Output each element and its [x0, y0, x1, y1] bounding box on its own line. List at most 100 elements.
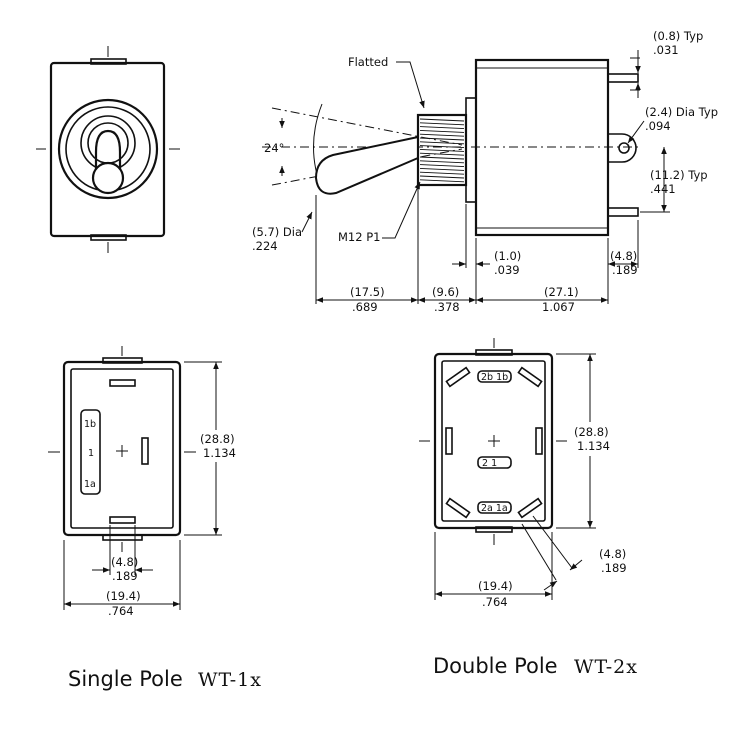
bushing-collar [465, 97, 477, 203]
lever-len-mm: (17.5) [350, 285, 385, 299]
sp-width-mm: (19.4) [106, 589, 141, 603]
sp-terminal-top [109, 379, 136, 387]
thread-leader [382, 181, 421, 239]
dp-height-mm: (28.8) [574, 425, 609, 439]
dp-terminal-bottom-right [517, 497, 543, 519]
lever-len-in: .689 [352, 300, 378, 314]
bushing-hole [87, 122, 129, 164]
thread-line [419, 152, 465, 156]
sp-term-mm: (4.8) [111, 555, 138, 569]
collar-mm: (1.0) [494, 249, 521, 263]
dp-width-mm: (19.4) [478, 579, 513, 593]
dp-term-arrow-a [569, 559, 583, 571]
dp-inner-body [441, 360, 546, 522]
bush-len-mm: (9.6) [432, 285, 459, 299]
front-view [36, 46, 180, 253]
thread-line [419, 167, 465, 171]
dp-height-in: 1.134 [577, 439, 610, 453]
dp-term-mm: (4.8) [599, 547, 626, 561]
dp-terminal-left [445, 427, 453, 455]
body-len-in: 1.067 [542, 300, 575, 314]
toggle-tip [91, 161, 125, 195]
thread-label: M12 P1 [338, 230, 380, 244]
tip-dia-mm: (5.7) Dia [252, 225, 302, 239]
side-lever [314, 136, 419, 195]
thread-line [419, 179, 465, 183]
front-bottom-terminal [90, 234, 127, 241]
tip-dia-leader [301, 211, 313, 233]
side-view: Flatted M12 P1 24° (5.7) Dia .224 (0.8) … [252, 29, 718, 314]
thread-line [419, 145, 465, 149]
thread-line [419, 118, 465, 122]
sp-height-in: 1.134 [203, 446, 236, 460]
terminal-hole [618, 142, 630, 154]
dp-code: WT-2x [574, 656, 638, 678]
angle-line-upper [271, 107, 463, 146]
thread-line [419, 171, 465, 175]
dp-term-in: .189 [601, 561, 627, 575]
sp-pin-strip [80, 409, 101, 495]
sp-inner-body [70, 368, 174, 529]
dp-caption: Double Pole [433, 654, 558, 678]
sp-bottom-flange [102, 534, 143, 541]
dp-bottom-flange [475, 526, 513, 533]
dp-terminal-top-left [445, 366, 471, 388]
thread-line [419, 133, 465, 137]
hole-dia-in: .094 [645, 119, 671, 133]
bushing-outer-ring [57, 98, 159, 200]
thread-line [419, 122, 465, 126]
dp-pin-mid: 2 1 [482, 458, 497, 469]
dp-terminal-right [535, 427, 543, 455]
sp-pin-1: 1 [88, 448, 94, 459]
bush-len-in: .378 [434, 300, 460, 314]
thread-line [419, 160, 465, 164]
sp-width-in: .764 [108, 604, 134, 618]
single-pole-view: 1b 1 1a (28.8) 1.134 (4.8) .189 (19.4) .… [48, 346, 262, 691]
collar-in: .039 [494, 263, 520, 277]
toggle-lever [94, 129, 122, 180]
hole-dia-mm: (2.4) Dia Typ [645, 105, 718, 119]
dp-pin-bot: 2a 1a [481, 503, 508, 514]
dp-outer-body [433, 352, 554, 530]
thread-line [419, 148, 465, 152]
thread-line [419, 126, 465, 130]
dp-pin-top-slot [477, 370, 512, 383]
term-thk-mm: (0.8) Typ [653, 29, 703, 43]
front-top-terminal [90, 58, 127, 65]
bushing-threads [419, 118, 465, 183]
tip-dia-in: .224 [252, 239, 278, 253]
front-body [49, 61, 166, 238]
hole-dia-leader [627, 120, 645, 144]
term-w-mm: (4.8) [610, 249, 637, 263]
sp-code: WT-1x [198, 669, 262, 691]
sp-term-in: .189 [112, 569, 138, 583]
body-len-mm: (27.1) [544, 285, 579, 299]
dp-pin-mid-slot [477, 456, 512, 469]
term-w-in: .189 [612, 263, 638, 277]
sp-pin-1b: 1b [84, 419, 96, 430]
terminal-upper [607, 73, 639, 83]
terminal-lower [607, 207, 639, 217]
thread-line [419, 175, 465, 179]
thread-line [419, 129, 465, 133]
sp-caption: Single Pole [68, 667, 183, 691]
bushing-nut [80, 115, 136, 171]
angle-label: 24° [264, 141, 284, 155]
dp-terminal-top-right [517, 366, 543, 388]
term-space-in: .441 [650, 182, 676, 196]
sp-pin-1a: 1a [84, 479, 96, 490]
dp-term-ext-b [521, 523, 557, 581]
side-body [474, 58, 610, 237]
thread-line [419, 164, 465, 168]
dp-terminal-bottom-left [445, 497, 471, 519]
sp-terminal-bottom [109, 516, 136, 524]
term-space-mm: (11.2) Typ [650, 168, 708, 182]
double-pole-view: 2b 1b 2 1 2a 1a (28.8) 1.134 (4.8) .189 … [419, 338, 638, 678]
term-thk-in: .031 [653, 43, 679, 57]
sp-terminal-right [141, 437, 149, 465]
flatted-leader [396, 61, 425, 109]
dp-pin-top: 2b 1b [481, 372, 508, 383]
dp-width-in: .764 [482, 595, 508, 609]
terminal-middle-tab [608, 133, 637, 163]
